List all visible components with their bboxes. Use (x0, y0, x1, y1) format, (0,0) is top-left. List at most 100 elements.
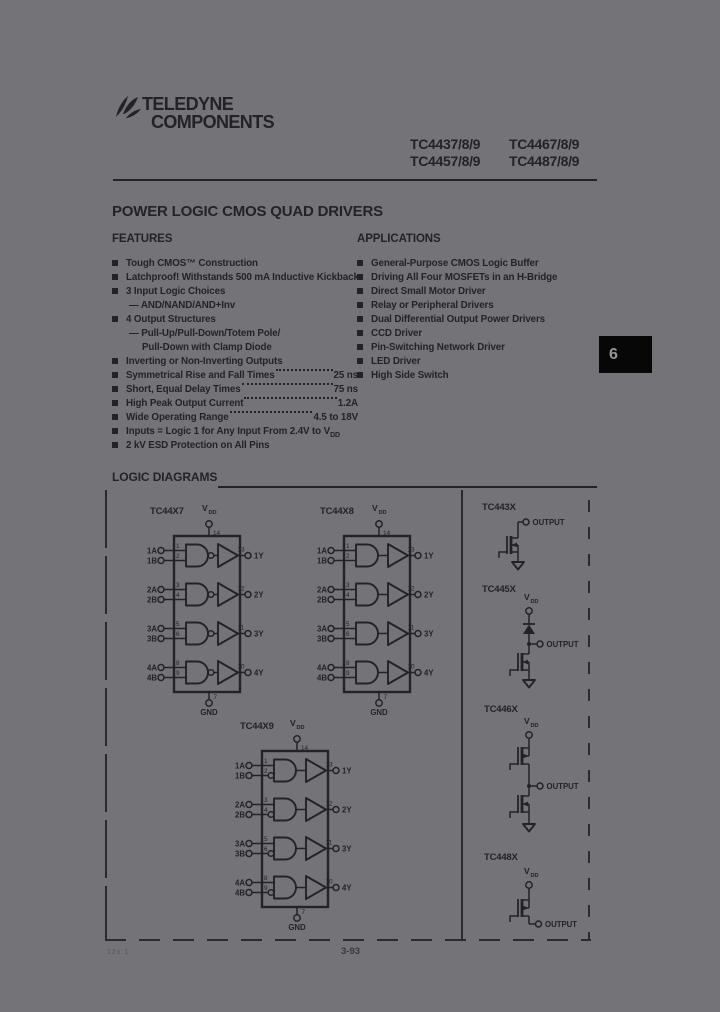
vdd-sub-label: DD (379, 510, 387, 516)
feature-item: 3 Input Logic Choices (112, 285, 358, 299)
and-gate-body (273, 797, 297, 822)
output-pin-circle (244, 668, 252, 677)
vdd-pin-number: 14 (301, 745, 309, 752)
output-pin-number: 10 (325, 879, 333, 886)
input-a-label: 3A (235, 839, 245, 848)
frame-right-border (588, 500, 590, 940)
output-pin-circle (332, 883, 340, 892)
and-gate-body (355, 582, 379, 607)
bullet-square-icon (112, 260, 118, 266)
application-item: Relay or Peripheral Drivers (357, 299, 595, 313)
n-mosfet-symbol (509, 795, 530, 818)
logic-diagram-tc44x9: TC44X9 V DD 14 1A1B12131Y2A2B34122Y3A3B5… (235, 718, 352, 932)
bullet-square-icon (357, 288, 363, 294)
input-a-pin-number: 1 (176, 543, 180, 550)
vdd-sub-label: DD (531, 723, 539, 729)
input-a-label: 4A (147, 663, 157, 672)
output-pin-circle (332, 805, 340, 814)
application-text: Relay or Peripheral Drivers (371, 300, 494, 311)
bullet-square-icon (112, 400, 118, 406)
input-b-label: 1B (235, 771, 245, 780)
output-pin-number: 13 (325, 762, 333, 769)
structure-label: TC448X (484, 852, 519, 863)
input-b-pin-number: 9 (264, 885, 268, 892)
buffer-triangle (387, 543, 409, 568)
input-a-pin-number: 5 (264, 836, 268, 843)
bullet-square-icon (112, 414, 118, 420)
input-b-label: 4B (317, 673, 327, 682)
feature-item: — AND/NAND/AND+Inv (112, 299, 358, 313)
feature-text: 4 Output Structures (126, 314, 216, 325)
application-text: General-Purpose CMOS Logic Buffer (371, 258, 539, 269)
output-label: OUTPUT (547, 640, 579, 649)
input-invert-bubble (267, 888, 275, 897)
output-pin-number: 10 (237, 664, 245, 671)
output-label: 4Y (424, 669, 434, 678)
feature-item: Tough CMOS™ Construction (112, 257, 358, 271)
output-pin-circle (522, 518, 530, 526)
dotted-leader (275, 369, 333, 371)
input-invert-bubble (267, 849, 275, 858)
and-gate-body (185, 543, 209, 568)
input-a-label: 4A (235, 878, 245, 887)
application-text: Driving All Four MOSFETs in an H-Bridge (371, 272, 558, 283)
chip-label: TC44X9 (240, 721, 274, 732)
output-label: 3Y (424, 630, 434, 639)
input-b-pin-number: 6 (176, 631, 180, 638)
feature-text: — AND/NAND/AND+Inv (129, 300, 236, 311)
feature-item: 2 kV ESD Protection on All Pins (112, 439, 358, 453)
gnd-pin-circle (205, 699, 213, 707)
teledyne-leaf-logo-icon (116, 96, 141, 118)
input-b-pin-number: 9 (176, 670, 180, 677)
feature-value: 1.2A (337, 398, 358, 409)
input-a-label: 2A (317, 585, 327, 594)
footer-page-number: 3-93 (341, 946, 361, 957)
application-item: High Side Switch (357, 369, 595, 383)
bullet-square-icon (357, 274, 363, 280)
input-a-pin-number: 1 (346, 543, 350, 550)
output-pin-circle (414, 668, 422, 677)
input-b-label: 2B (317, 595, 327, 604)
frame-left-border (105, 490, 107, 940)
ic-outline (260, 749, 330, 909)
vdd-pin-circle (205, 520, 213, 528)
application-text: CCD Driver (371, 328, 423, 339)
vdd-label: V (290, 718, 296, 728)
feature-text: Short, Equal Delay Times (126, 384, 241, 395)
output-invert-bubble (207, 668, 215, 677)
input-b-pin-number: 2 (346, 553, 350, 560)
features-heading: FEATURES (112, 233, 173, 245)
vdd-label: V (202, 503, 208, 513)
output-label: 4Y (254, 669, 264, 678)
bullet-square-icon (112, 274, 118, 280)
output-invert-bubble (207, 551, 215, 560)
header-rule (113, 179, 597, 181)
feature-value: 4.5 to 18V (313, 412, 358, 423)
output-pin-number: 11 (408, 625, 415, 632)
section-tab: 6 (599, 336, 652, 373)
input-a-label: 1A (147, 546, 157, 555)
feature-item: Wide Operating Range 4.5 to 18V (112, 411, 358, 425)
part-number: TC4457/8/9 (410, 153, 481, 169)
feature-item: Latchproof! Withstands 500 mA Inductive … (112, 271, 359, 285)
buffer-triangle (387, 660, 409, 685)
logo-text-teledyne: TELEDYNE (142, 94, 234, 114)
frame-divider (461, 490, 463, 940)
feature-text: Wide Operating Range (126, 412, 229, 423)
input-a-label: 2A (147, 585, 157, 594)
input-a-pin-number: 8 (264, 875, 268, 882)
vdd-pin-number: 14 (383, 530, 391, 537)
feature-text: Inverting or Non-Inverting Outputs (126, 356, 283, 367)
feature-item: Inputs = Logic 1 for Any Input From 2.4V… (112, 425, 358, 439)
output-label: OUTPUT (547, 782, 579, 791)
bullet-square-icon (112, 442, 118, 448)
feature-item: 4 Output Structures (112, 313, 358, 327)
feature-text: 2 kV ESD Protection on All Pins (126, 440, 270, 451)
buffer-triangle (217, 543, 239, 568)
